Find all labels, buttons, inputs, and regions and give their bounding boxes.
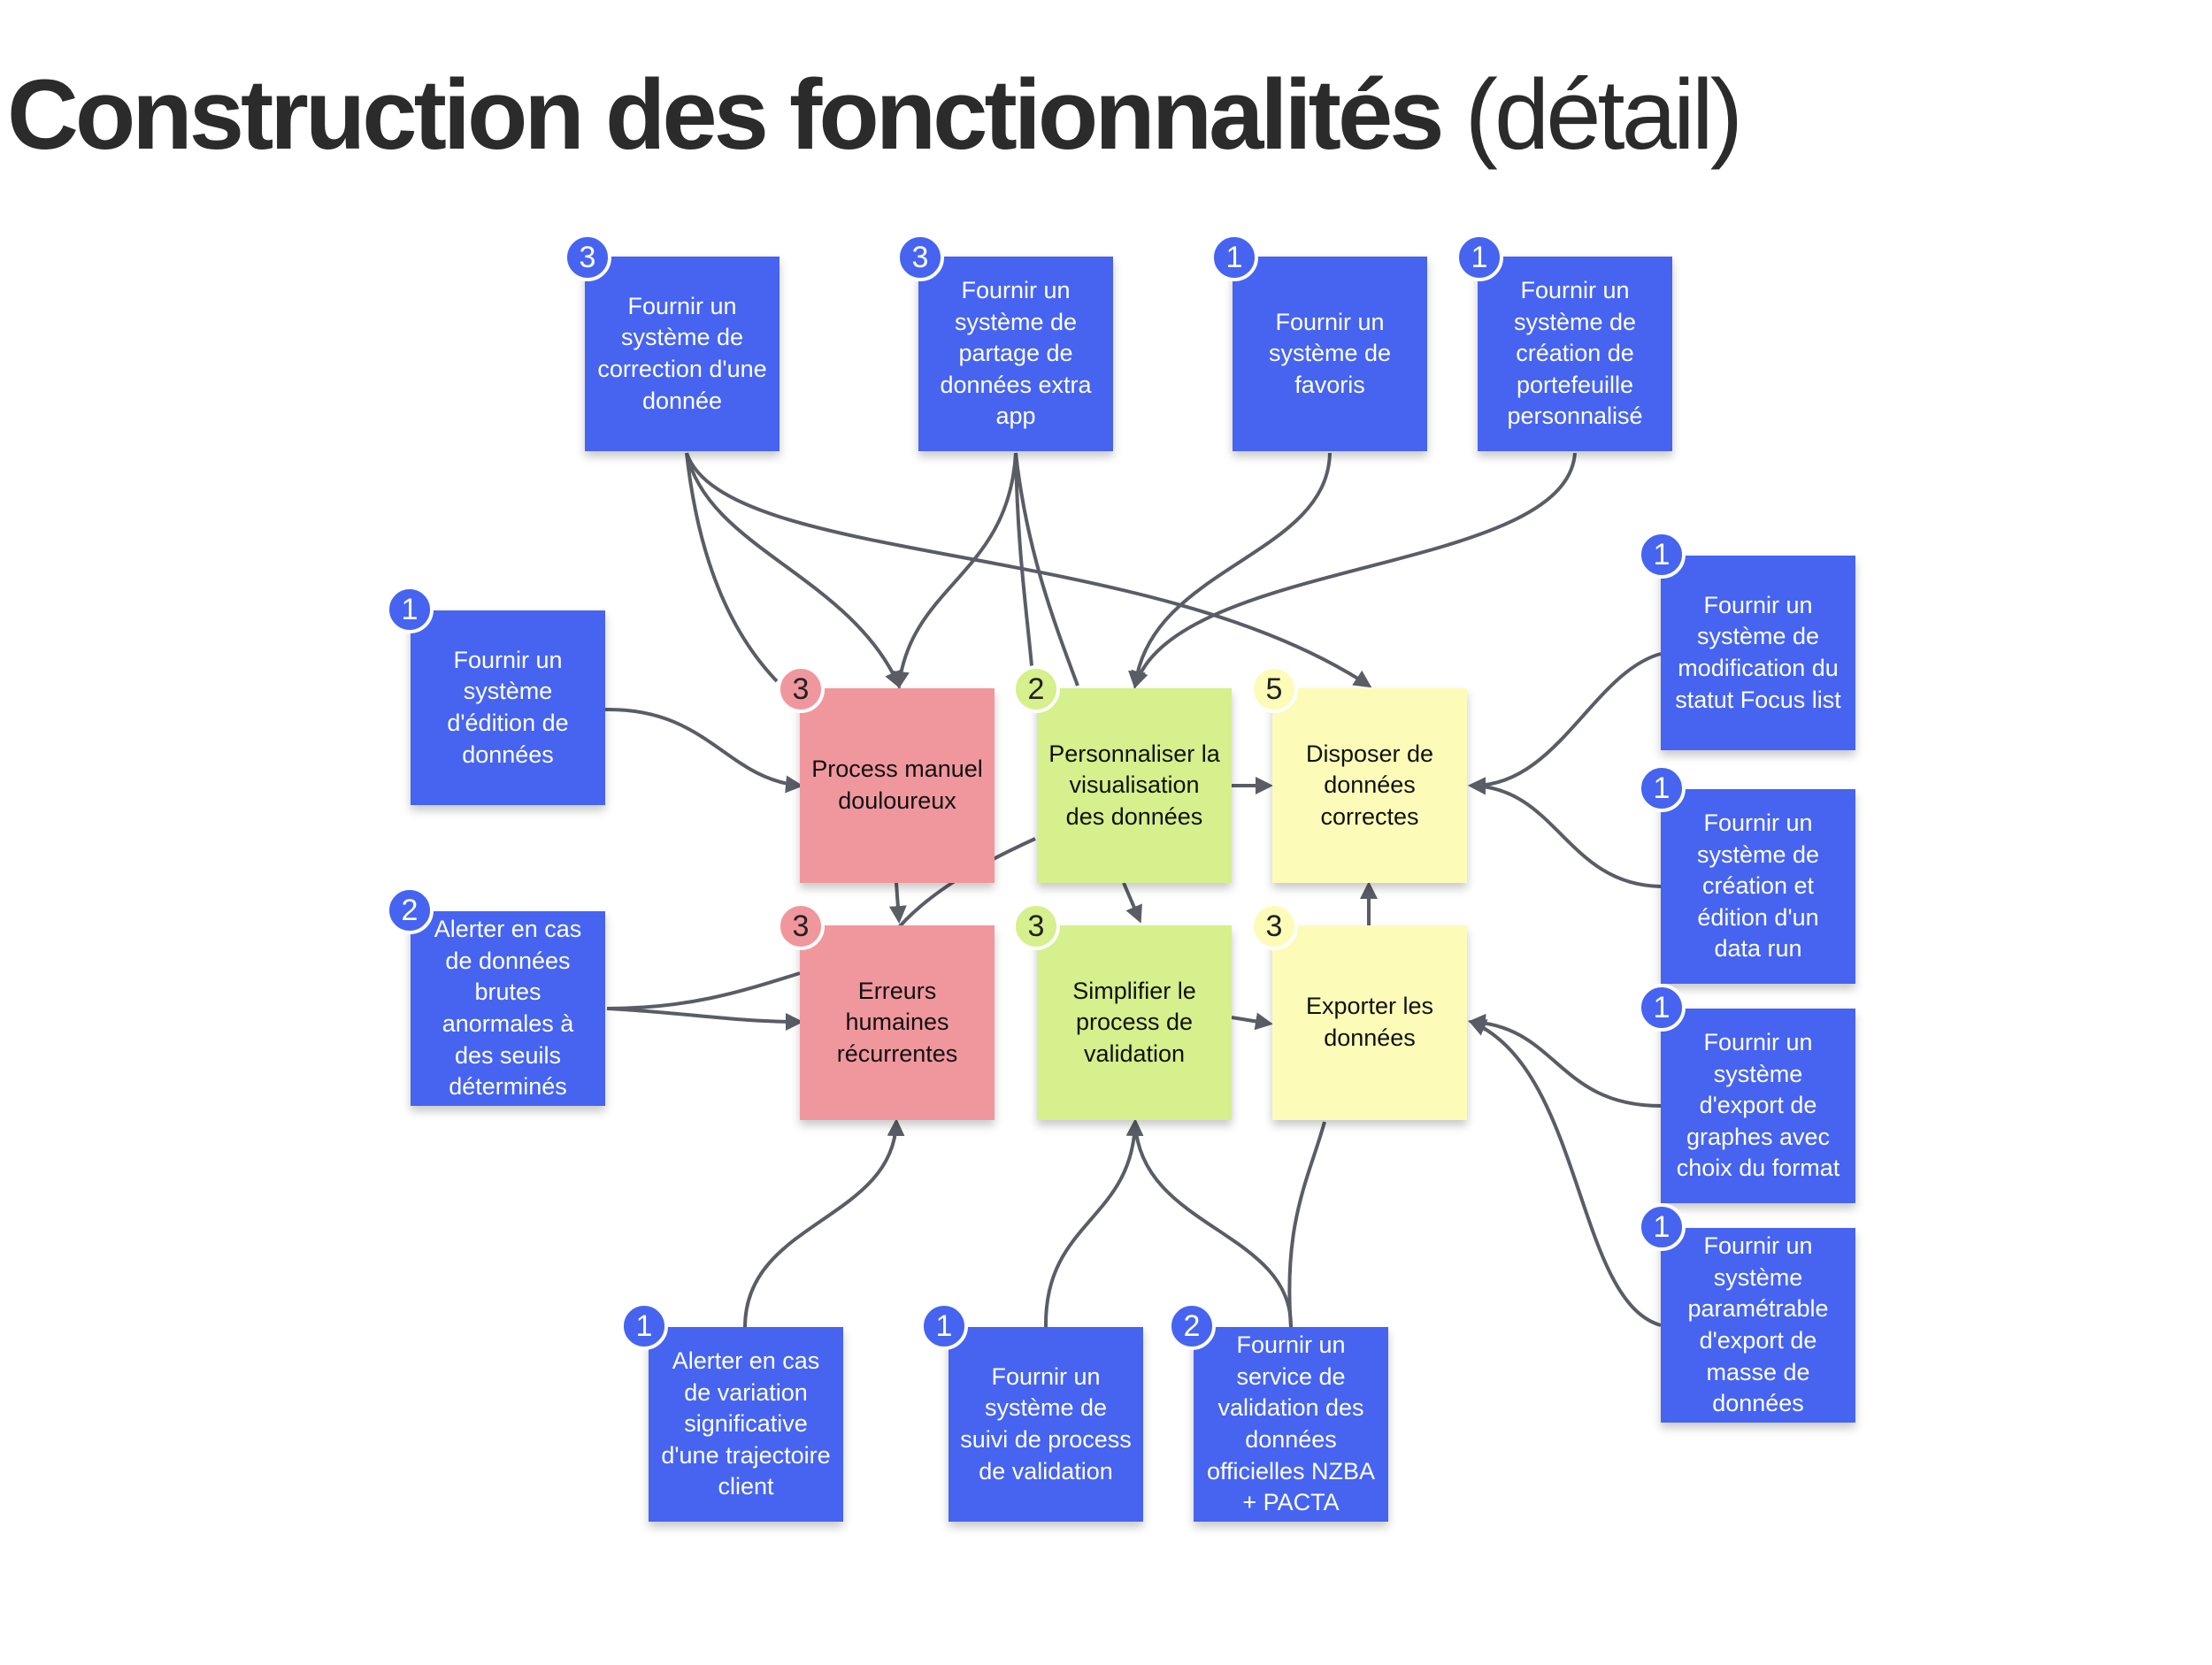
node-correction-badge: 3 xyxy=(564,234,611,281)
arrow-focus-to-disposer xyxy=(1468,652,1662,795)
node-perso[interactable]: Personnaliser la visualisation des donné… xyxy=(1037,688,1232,883)
node-datarun-badge: 1 xyxy=(1638,764,1686,812)
node-partage-badge: 3 xyxy=(896,234,944,281)
node-datarun[interactable]: Fournir un système de création et éditio… xyxy=(1661,789,1855,984)
arrow-nzba-to-simplifier xyxy=(1133,1123,1294,1328)
node-alerter-trajectoire-badge: 1 xyxy=(620,1302,668,1350)
node-simplifier-label: Simplifier le process de validation xyxy=(1072,977,1196,1067)
node-favoris[interactable]: Fournir un système de favoris xyxy=(1233,257,1427,451)
node-favoris-label: Fournir un système de favoris xyxy=(1268,308,1392,398)
node-edition[interactable]: Fournir un système d'édition de données xyxy=(411,610,605,805)
node-portefeuille-badge: 1 xyxy=(1455,234,1503,281)
node-export-graphes-badge: 1 xyxy=(1638,984,1686,1032)
node-nzba-label: Fournir un service de validation des don… xyxy=(1206,1331,1376,1516)
node-partage[interactable]: Fournir un système de partage de données… xyxy=(918,257,1113,451)
node-perso-badge: 2 xyxy=(1012,665,1060,713)
node-alerter-trajectoire-label: Alerter en cas de variation significativ… xyxy=(661,1347,831,1500)
node-suivi-label: Fournir un système de suivi de process d… xyxy=(960,1362,1132,1485)
arrow-partage-down xyxy=(1014,452,1035,687)
arrow-seuils-branch xyxy=(606,971,801,1010)
node-simplifier[interactable]: Simplifier le process de validation xyxy=(1037,925,1232,1120)
node-export-masse-badge: 1 xyxy=(1638,1203,1686,1251)
node-alerter-seuils[interactable]: Alerter en cas de données brutes anormal… xyxy=(411,911,605,1106)
node-focus-badge: 1 xyxy=(1638,531,1686,579)
arrow-suivi-to-simplifier xyxy=(1043,1118,1144,1328)
arrow-edition-to-process xyxy=(604,707,803,794)
arrow-perso-to-simplifier xyxy=(1122,882,1142,924)
arrow-datarun-to-disposer xyxy=(1468,777,1662,888)
arrow-partage-to-process xyxy=(892,452,1018,689)
node-export-graphes[interactable]: Fournir un système d'export de graphes a… xyxy=(1661,1009,1855,1203)
arrow-export-masse-to-exporter xyxy=(1468,1019,1662,1327)
page-title-suffix: (détail) xyxy=(1440,59,1743,170)
node-erreurs-label: Erreurs humaines récurrentes xyxy=(836,977,958,1067)
node-disposer-label: Disposer de données correctes xyxy=(1305,740,1434,830)
node-disposer-badge: 5 xyxy=(1250,665,1298,713)
node-alerter-seuils-label: Alerter en cas de données brutes anormal… xyxy=(434,916,582,1101)
node-process-label: Process manuel douloureux xyxy=(811,756,983,814)
arrow-correction-to-disposer xyxy=(685,452,1372,688)
node-perso-label: Personnaliser la visualisation des donné… xyxy=(1048,740,1220,830)
node-focus-label: Fournir un système de modification du st… xyxy=(1675,591,1841,713)
node-simplifier-badge: 3 xyxy=(1012,902,1060,950)
arrow-process-to-erreurs xyxy=(888,882,907,924)
node-edition-label: Fournir un système d'édition de données xyxy=(447,646,569,768)
arrow-correction-to-process-top xyxy=(685,452,902,689)
node-alerter-seuils-badge: 2 xyxy=(386,886,434,934)
node-portefeuille-label: Fournir un système de création de portef… xyxy=(1507,276,1643,430)
page-title: Construction des fonctionnalités (détail… xyxy=(7,59,1743,170)
node-nzba-badge: 2 xyxy=(1168,1302,1216,1350)
node-favoris-badge: 1 xyxy=(1210,234,1258,281)
arrow-trajectoire-to-erreurs xyxy=(743,1118,905,1328)
node-alerter-trajectoire[interactable]: Alerter en cas de variation significativ… xyxy=(649,1327,843,1522)
arrow-simplifier-to-exporter xyxy=(1231,1012,1273,1031)
node-exporter-label: Exporter les données xyxy=(1305,993,1434,1051)
page-title-main: Construction des fonctionnalités xyxy=(7,59,1445,170)
arrow-export-graphes-to-exporter xyxy=(1468,1013,1662,1108)
arrow-nzba-to-exporter xyxy=(1287,1121,1326,1328)
node-process-badge: 3 xyxy=(777,665,825,713)
node-exporter[interactable]: Exporter les données xyxy=(1272,925,1467,1120)
node-portefeuille[interactable]: Fournir un système de création de portef… xyxy=(1478,257,1672,451)
node-exporter-badge: 3 xyxy=(1250,902,1298,950)
node-disposer[interactable]: Disposer de données correctes xyxy=(1272,688,1467,883)
node-correction-label: Fournir un système de correction d'une d… xyxy=(597,292,767,414)
node-erreurs[interactable]: Erreurs humaines récurrentes xyxy=(800,925,995,1120)
node-suivi-badge: 1 xyxy=(920,1302,968,1350)
node-suivi[interactable]: Fournir un système de suivi de process d… xyxy=(949,1327,1143,1522)
node-export-masse[interactable]: Fournir un système paramétrable d'export… xyxy=(1661,1228,1855,1423)
arrow-portefeuille-to-perso xyxy=(1131,452,1577,689)
node-export-graphes-label: Fournir un système d'export de graphes a… xyxy=(1676,1028,1840,1182)
arrow-seuils-to-erreurs xyxy=(606,1007,803,1031)
node-nzba[interactable]: Fournir un service de validation des don… xyxy=(1194,1327,1388,1522)
arrow-favoris-to-perso xyxy=(1128,452,1332,689)
node-focus[interactable]: Fournir un système de modification du st… xyxy=(1661,556,1855,750)
node-export-masse-label: Fournir un système paramétrable d'export… xyxy=(1687,1232,1829,1417)
node-edition-badge: 1 xyxy=(386,586,434,633)
node-correction[interactable]: Fournir un système de correction d'une d… xyxy=(585,257,780,451)
node-process[interactable]: Process manuel douloureux xyxy=(800,688,995,883)
node-datarun-label: Fournir un système de création et éditio… xyxy=(1696,809,1820,963)
arrow-correction-to-process xyxy=(685,452,779,683)
node-partage-label: Fournir un système de partage de données… xyxy=(940,276,1092,430)
arrow-partage-to-perso xyxy=(1014,452,1079,687)
node-erreurs-badge: 3 xyxy=(777,902,825,950)
